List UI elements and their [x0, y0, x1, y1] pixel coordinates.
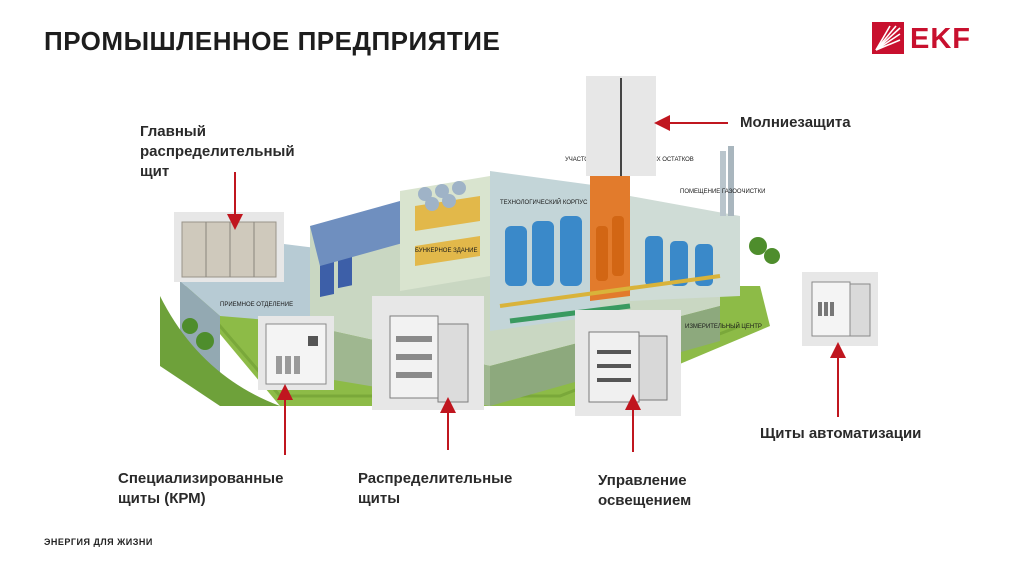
krm-cabinet-image — [258, 316, 334, 390]
automation-cabinet-icon — [802, 272, 878, 346]
automation-cabinet-image — [802, 272, 878, 346]
lighting-cabinet-icon — [575, 310, 681, 416]
label-automation: Щиты автоматизации — [760, 424, 921, 444]
lightning-rod — [586, 76, 656, 176]
plant-label-gas: ПОМЕЩЕНИЕ ГАЗООЧИСТКИ — [680, 189, 765, 195]
page-title: ПРОМЫШЛЕННОЕ ПРЕДПРИЯТИЕ — [44, 26, 500, 57]
plant-label-measure: ИЗМЕРИТЕЛЬНЫЙ ЦЕНТР — [685, 322, 762, 330]
footer-slogan: ЭНЕРГИЯ ДЛЯ ЖИЗНИ — [44, 537, 153, 547]
label-main-switchboard: Главный распределительный щит — [140, 122, 295, 182]
distribution-cabinet-icon — [372, 296, 484, 410]
label-specialized: Специализированные щиты (КРМ) — [118, 469, 283, 509]
krm-cabinet-icon — [258, 316, 334, 390]
plant-label-reception: ПРИЕМНОЕ ОТДЕЛЕНИЕ — [220, 302, 293, 308]
switchboard-icon — [174, 212, 284, 282]
distribution-cabinet-image — [372, 296, 484, 410]
ekf-logo-text: EKF — [910, 22, 971, 56]
ekf-logo: EKF — [872, 22, 992, 56]
plant-label-bunker: БУНКЕРНОЕ ЗДАНИЕ — [415, 248, 477, 254]
label-lightning: Молниезащита — [740, 113, 851, 133]
main-switchboard-image — [174, 212, 284, 282]
plant-label-tech: ТЕХНОЛОГИЧЕСКИЙ КОРПУС — [500, 198, 588, 206]
ekf-logo-icon — [872, 22, 904, 54]
label-distribution: Распределительные щиты — [358, 469, 512, 509]
lighting-cabinet-image — [575, 310, 681, 416]
label-lighting: Управление освещением — [598, 471, 691, 511]
